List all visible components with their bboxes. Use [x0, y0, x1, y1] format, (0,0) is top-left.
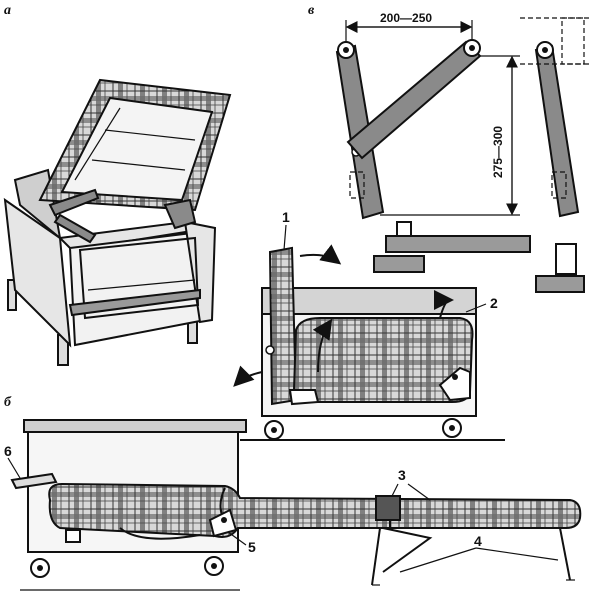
side-view-folded — [233, 224, 505, 441]
lever-mechanism — [335, 17, 592, 293]
armchair-illustration — [3, 78, 232, 366]
panel-label-v: в — [308, 3, 315, 18]
callout-1: 1 — [282, 209, 290, 225]
callout-2: 2 — [490, 295, 498, 311]
callout-6: 6 — [4, 443, 12, 459]
dimension-width: 200—250 — [380, 11, 432, 25]
unfolded-bed — [7, 419, 582, 591]
callout-5: 5 — [248, 539, 256, 555]
callout-3: 3 — [398, 467, 406, 483]
dimension-height: 275—300 — [491, 126, 505, 178]
panel-label-b: б — [4, 395, 12, 410]
panel-label-a: а — [4, 3, 11, 18]
callout-4: 4 — [474, 533, 482, 549]
